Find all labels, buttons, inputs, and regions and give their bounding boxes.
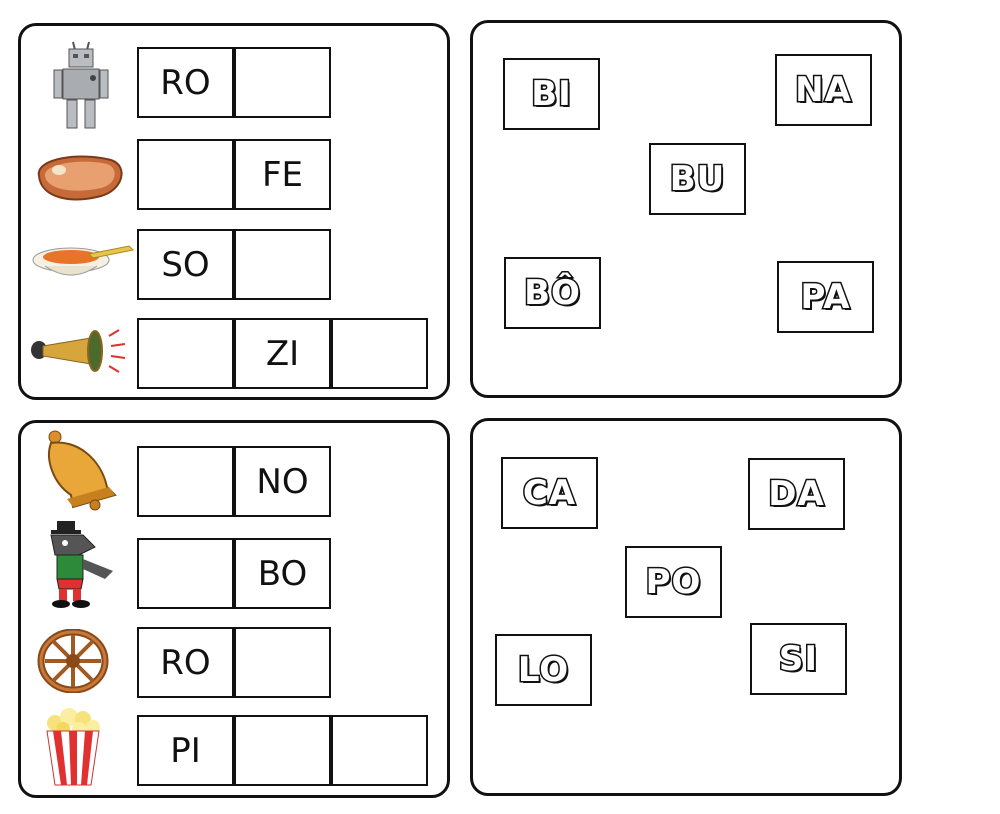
syllable-card[interactable]: BÔ	[504, 257, 601, 329]
syllable-cell[interactable]	[137, 139, 234, 210]
syllable-cell[interactable]	[331, 715, 428, 786]
syllable-cell[interactable]: SO	[137, 229, 234, 300]
syllable-card[interactable]: PA	[777, 261, 874, 333]
word-panel-2: NO BO RO PI	[18, 420, 450, 798]
wheel-icon	[37, 629, 109, 693]
popcorn-icon	[46, 708, 100, 786]
syllable-cell[interactable]: FE	[234, 139, 331, 210]
syllable-card[interactable]: NA	[775, 54, 872, 126]
wolf-icon	[50, 521, 113, 608]
syllable-cell[interactable]: ZI	[234, 318, 331, 389]
syllable-cell[interactable]	[331, 318, 428, 389]
syllable-card[interactable]: LO	[495, 634, 592, 706]
syllable-cell[interactable]: BO	[234, 538, 331, 609]
syllable-cell[interactable]	[137, 318, 234, 389]
bell-icon	[48, 430, 117, 511]
syllable-panel-2: CA DA PO LO SI	[470, 418, 902, 796]
syllable-cell[interactable]	[234, 715, 331, 786]
syllable-cell[interactable]: NO	[234, 446, 331, 517]
syllable-cell[interactable]	[234, 229, 331, 300]
word-panel-1: RO FE SO ZI	[18, 23, 450, 400]
syllable-card[interactable]: BI	[503, 58, 600, 130]
syllable-cell[interactable]	[234, 627, 331, 698]
syllable-cell[interactable]: PI	[137, 715, 234, 786]
syllable-card[interactable]: CA	[501, 457, 598, 529]
syllable-panel-1: BI NA BU BÔ PA	[470, 20, 902, 398]
syllable-cell[interactable]	[234, 47, 331, 118]
syllable-cell[interactable]	[137, 538, 234, 609]
robot-icon	[53, 41, 109, 129]
syllable-cell[interactable]: RO	[137, 627, 234, 698]
syllable-card[interactable]: PO	[625, 546, 722, 618]
horn-icon	[31, 329, 126, 373]
syllable-card[interactable]: SI	[750, 623, 847, 695]
syllable-cell[interactable]	[137, 446, 234, 517]
syllable-cell[interactable]: RO	[137, 47, 234, 118]
soup-bowl-icon	[32, 245, 135, 276]
syllable-card[interactable]: BU	[649, 143, 746, 215]
syllable-card[interactable]: DA	[748, 458, 845, 530]
steak-icon	[37, 155, 123, 201]
